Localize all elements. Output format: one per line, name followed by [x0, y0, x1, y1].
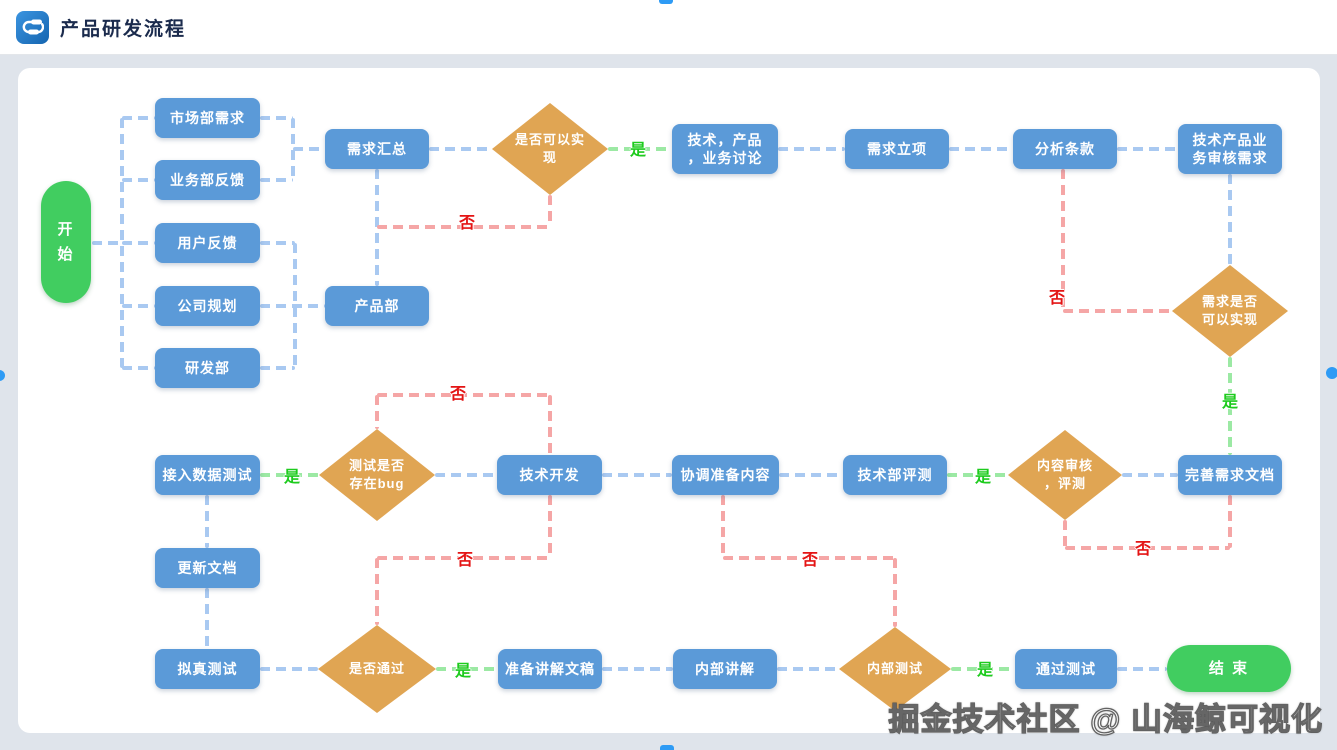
scroll-handle-top[interactable] [659, 0, 673, 4]
connector-blue-segment [260, 241, 295, 245]
scroll-handle-right[interactable] [1326, 367, 1337, 379]
connector-blue-segment [122, 178, 155, 182]
connector-blue-segment [435, 473, 497, 477]
flow-node-demand-summary[interactable]: 需求汇总 [325, 129, 429, 169]
edge-label-yes: 是 [454, 663, 472, 680]
flow-node-data-test[interactable]: 接入数据测试 [155, 455, 260, 495]
scroll-handle-bottom[interactable] [660, 745, 674, 750]
edge-label-no: 否 [458, 215, 476, 232]
connector-red-segment [377, 556, 550, 560]
connector-blue-segment [602, 667, 673, 671]
flowchart-logo-icon [16, 10, 49, 44]
connector-blue-segment [260, 667, 318, 671]
watermark-text: 掘金技术社区 @ 山海鲸可视化 [888, 701, 1323, 737]
connector-blue-segment [777, 667, 839, 671]
connector-red-segment [375, 558, 379, 625]
edge-label-no: 否 [1048, 290, 1066, 307]
connector-blue-segment [1228, 174, 1232, 265]
flow-node-perfect-demand-doc[interactable]: 完善需求文档 [1178, 455, 1282, 495]
connector-blue-segment [779, 473, 843, 477]
flow-node-prepare-presentation[interactable]: 准备讲解文稿 [498, 649, 602, 689]
edge-label-yes: 是 [1221, 394, 1239, 411]
flow-node-bug-test-decision[interactable]: 测试是否 存在bug [319, 429, 435, 521]
connector-blue-segment [122, 116, 155, 120]
connector-red-segment [721, 495, 725, 558]
flow-node-content-review-decision[interactable]: 内容审核 ，评测 [1008, 430, 1122, 520]
connector-blue-segment [122, 304, 155, 308]
connector-red-segment [1063, 309, 1172, 313]
flow-node-start[interactable]: 开 始 [41, 181, 91, 303]
connector-red-segment [548, 495, 552, 558]
edge-label-no: 否 [801, 552, 819, 569]
page-title: 产品研发流程 [60, 18, 187, 40]
flow-node-update-doc[interactable]: 更新文档 [155, 548, 260, 588]
connector-blue-segment [260, 178, 293, 182]
flow-node-market-demand[interactable]: 市场部需求 [155, 98, 260, 138]
flow-node-tech-develop[interactable]: 技术开发 [497, 455, 602, 495]
connector-blue-segment [949, 147, 1013, 151]
connector-red-segment [723, 556, 895, 560]
edge-label-no: 否 [456, 552, 474, 569]
connector-blue-segment [260, 366, 295, 370]
connector-blue-segment [1117, 667, 1167, 671]
edge-label-yes: 是 [283, 469, 301, 486]
connector-green-segment [436, 667, 498, 671]
connector-red-segment [1065, 546, 1230, 550]
flow-node-feasible-decision[interactable]: 是否可以实 现 [492, 103, 608, 195]
connector-green-segment [947, 473, 1008, 477]
connector-red-segment [377, 225, 550, 229]
flow-node-pass-test[interactable]: 通过测试 [1015, 649, 1117, 689]
flow-node-tech-dept-eval[interactable]: 技术部评测 [843, 455, 947, 495]
connector-red-segment [377, 393, 550, 397]
flow-node-product-dept[interactable]: 产品部 [325, 286, 429, 326]
connector-blue-segment [293, 147, 325, 151]
scroll-handle-left[interactable] [0, 370, 5, 381]
flow-node-simulation-test[interactable]: 拟真测试 [155, 649, 260, 689]
connector-blue-segment [602, 473, 672, 477]
connector-blue-segment [260, 116, 293, 120]
flow-node-end[interactable]: 结 束 [1167, 645, 1291, 692]
connector-red-segment [548, 395, 552, 455]
connector-blue-segment [92, 241, 122, 245]
flow-node-coordinate-content[interactable]: 协调准备内容 [672, 455, 779, 495]
connector-red-segment [375, 395, 379, 429]
flow-node-business-feedback[interactable]: 业务部反馈 [155, 160, 260, 200]
flow-node-review-demand[interactable]: 技术产品业 务审核需求 [1178, 124, 1282, 174]
connector-blue-segment [260, 304, 325, 308]
connector-green-segment [951, 667, 1015, 671]
flow-node-user-feedback[interactable]: 用户反馈 [155, 223, 260, 263]
edge-label-yes: 是 [976, 662, 994, 679]
connector-blue-segment [205, 495, 209, 548]
connector-blue-segment [778, 147, 845, 151]
connector-green-segment [260, 473, 319, 477]
connector-red-segment [1228, 495, 1232, 548]
flow-node-pass-decision[interactable]: 是否通过 [318, 625, 436, 713]
connector-red-segment [1061, 169, 1065, 311]
connector-blue-segment [429, 147, 492, 151]
flow-node-project-approval[interactable]: 需求立项 [845, 129, 949, 169]
connector-blue-segment [1117, 147, 1178, 151]
flow-node-analyze-terms[interactable]: 分析条款 [1013, 129, 1117, 169]
flow-node-internal-presentation[interactable]: 内部讲解 [673, 649, 777, 689]
edge-label-yes: 是 [974, 469, 992, 486]
connector-red-segment [893, 558, 897, 627]
flow-node-demand-feasible-decision[interactable]: 需求是否 可以实现 [1172, 265, 1288, 357]
app-header: 产品研发流程 [0, 0, 1337, 55]
connector-green-segment [608, 147, 672, 151]
connector-blue-segment [122, 366, 155, 370]
edge-label-no: 否 [449, 386, 467, 403]
connector-red-segment [548, 195, 552, 227]
edge-label-yes: 是 [629, 142, 647, 159]
connector-green-segment [1228, 357, 1232, 455]
flow-node-rd-dept[interactable]: 研发部 [155, 348, 260, 388]
connector-red-segment [1063, 520, 1067, 548]
connector-blue-segment [122, 241, 155, 245]
connector-blue-segment [1122, 473, 1178, 477]
edge-label-no: 否 [1134, 541, 1152, 558]
flow-node-tech-product-discuss[interactable]: 技术，产品 ，业务讨论 [672, 124, 778, 174]
flow-node-company-plan[interactable]: 公司规划 [155, 286, 260, 326]
connector-blue-segment [205, 588, 209, 649]
